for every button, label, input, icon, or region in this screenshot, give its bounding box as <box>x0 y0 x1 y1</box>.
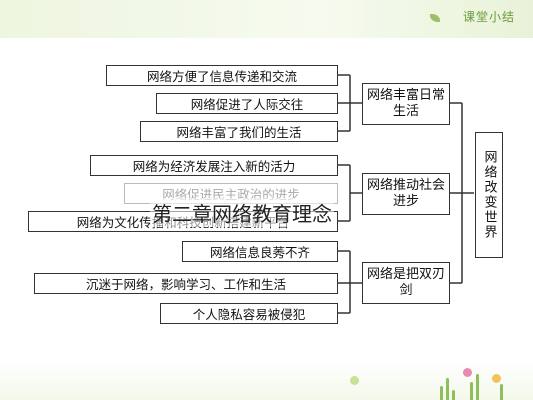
leaf-node: 沉迷于网络，影响学习、工作和生活 <box>34 273 338 294</box>
leaf-node: 网络方便了信息传递和交流 <box>106 65 338 86</box>
grass-icon <box>452 390 455 400</box>
grass-icon <box>440 386 443 400</box>
leaf-node: 网络信息良莠不齐 <box>182 241 338 262</box>
branch-node-social-progress: 网络推动社会进步 <box>362 173 450 215</box>
connector-lines <box>338 74 474 314</box>
leaf-decoration-icon <box>430 14 440 22</box>
flower-icon <box>463 368 472 377</box>
branch-node-daily-life: 网络丰富日常生活 <box>362 83 450 125</box>
leaf-node: 网络丰富了我们的生活 <box>140 121 338 142</box>
root-node: 网络改变世界 <box>475 132 503 258</box>
branch-node-double-edged: 网络是把双刃剑 <box>362 262 450 304</box>
leaf-node: 网络促进了人际交往 <box>156 93 338 114</box>
flower-icon <box>492 374 501 383</box>
leaf-node: 网络为经济发展注入新的活力 <box>90 155 338 176</box>
leaf-node: 个人隐私容易被侵犯 <box>160 303 338 324</box>
grass-icon <box>476 374 479 400</box>
flower-icon <box>350 376 359 385</box>
bottom-decoration <box>0 362 533 400</box>
grass-icon <box>500 384 503 400</box>
top-banner: 课堂小结 <box>0 0 533 38</box>
grass-icon <box>470 382 473 400</box>
overlay-title: 第二章网络教育理念 <box>150 198 334 227</box>
brand-label: 课堂小结 <box>462 10 515 24</box>
grass-icon <box>446 378 449 400</box>
